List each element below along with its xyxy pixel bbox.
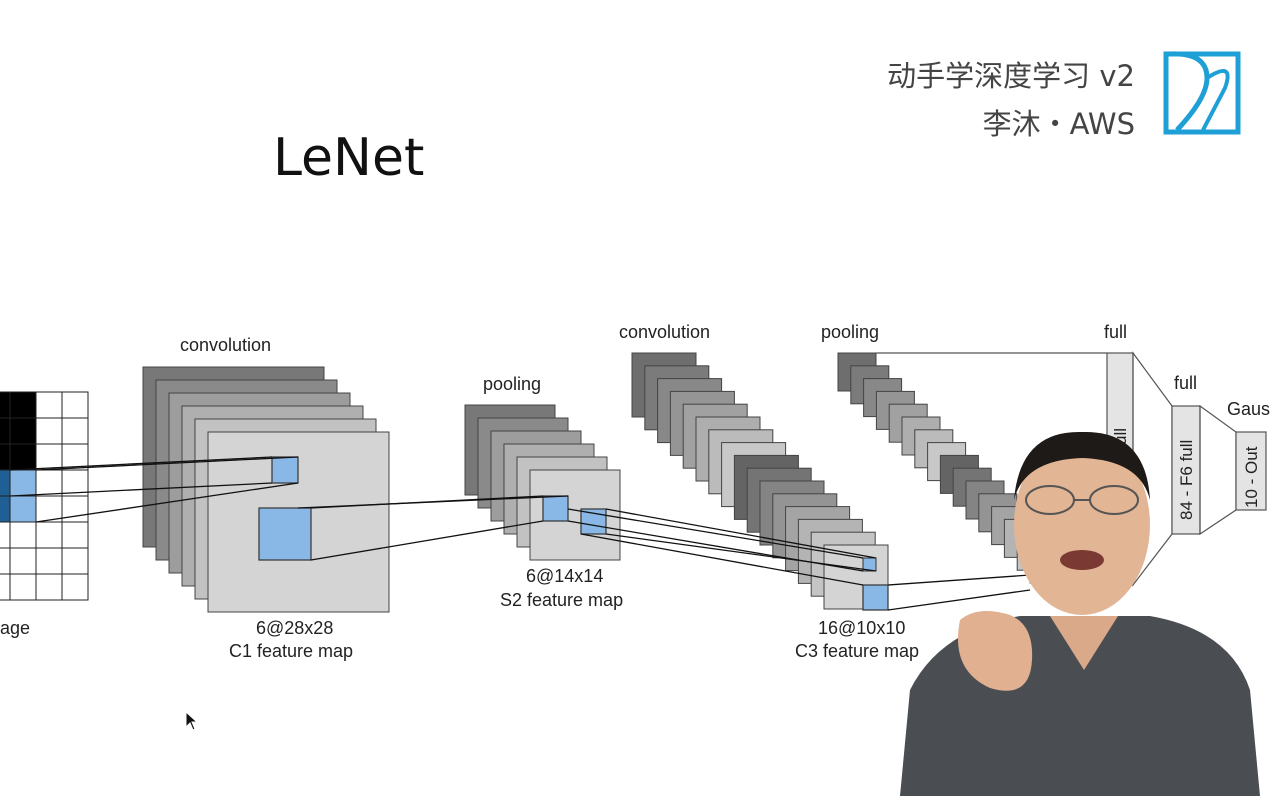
full2-label: full: [1174, 373, 1197, 393]
full1-label: full: [1104, 322, 1127, 342]
input-pixel: [0, 417, 11, 445]
conv1-label: convolution: [180, 335, 271, 355]
connector-line: [35, 482, 299, 523]
c3-small-patch: [862, 557, 877, 572]
input-image-grid: [0, 391, 89, 601]
presenter-video: [900, 431, 1260, 796]
input-pixel: [0, 547, 11, 575]
input-pixel: [9, 573, 37, 601]
pool1-label: pooling: [483, 374, 541, 394]
c3-name-label: C3 feature map: [795, 641, 919, 661]
f6-full-layer: [1171, 405, 1201, 535]
presenter-hand: [958, 611, 1033, 691]
mouse-cursor-icon: [185, 711, 199, 731]
input-pixel: [9, 469, 37, 497]
receptive-field-connectors: [9, 456, 1031, 611]
connector-line: [605, 533, 877, 572]
input-pixel: [0, 521, 11, 549]
output-label: 10 - Out: [1242, 446, 1261, 508]
input-pixel: [35, 391, 63, 419]
connector-line: [35, 456, 299, 471]
input-pixel: [9, 547, 37, 575]
input-pixel: [9, 495, 37, 523]
connector-line: [887, 574, 1031, 586]
input-pixel: [0, 469, 11, 497]
input-pixel: [35, 469, 63, 497]
c1-large-patch: [258, 507, 312, 561]
c1-feature-map-stack: [142, 366, 390, 613]
input-pixel: [61, 417, 89, 445]
input-pixel: [61, 521, 89, 549]
c3-large-patch: [862, 584, 889, 611]
input-pixel: [35, 547, 63, 575]
course-brand: 动手学深度学习 v2 李沐・AWS: [887, 52, 1135, 148]
input-pixel: [61, 443, 89, 471]
input-pixel: [61, 469, 89, 497]
input-pixel: [9, 521, 37, 549]
pool2-label: pooling: [821, 322, 879, 342]
input-pixel: [0, 443, 11, 471]
connector-line: [567, 508, 864, 559]
output-layer: [1235, 431, 1267, 511]
s2-size-label: 6@14x14: [526, 566, 603, 586]
input-pixel: [35, 573, 63, 601]
c3-size-label: 16@10x10: [818, 618, 905, 638]
d2l-logo-icon: [1163, 51, 1241, 135]
input-pixel: [9, 443, 37, 471]
course-title: 动手学深度学习 v2: [887, 59, 1135, 93]
s2-patch-a: [542, 495, 569, 522]
input-pixel: [61, 573, 89, 601]
c1-name-label: C1 feature map: [229, 641, 353, 661]
input-pixel: [35, 417, 63, 445]
input-pixel: [9, 391, 37, 419]
presenter-mouth: [1060, 550, 1104, 570]
presenter-face: [1014, 435, 1150, 615]
input-pixel: [61, 547, 89, 575]
connector-line: [297, 495, 569, 509]
input-pixel: [0, 391, 11, 419]
input-label: age: [0, 618, 30, 638]
connector-line: [605, 508, 877, 559]
connector-line: [9, 482, 273, 497]
input-pixel: [0, 573, 11, 601]
conv2-label: convolution: [619, 322, 710, 342]
c3-feature-map-stack: [631, 352, 889, 611]
s2-name-label: S2 feature map: [500, 590, 623, 610]
connector-line: [887, 589, 1031, 611]
input-pixel: [35, 521, 63, 549]
connector-line: [310, 520, 544, 561]
input-pixel: [35, 443, 63, 471]
connector-line: [580, 533, 864, 586]
presenter-hair: [1014, 431, 1150, 500]
connector-line: [9, 456, 273, 471]
input-pixel: [61, 391, 89, 419]
presenter-neck: [1050, 616, 1118, 670]
input-pixel: [9, 417, 37, 445]
input-pixel: [35, 495, 63, 523]
f6-label: 84 - F6 full: [1177, 440, 1196, 520]
s2-feature-map-stack: [464, 404, 621, 561]
slide-title: LeNet: [273, 128, 425, 188]
c1-small-patch: [271, 456, 299, 484]
gauss-label: Gaus: [1227, 399, 1270, 419]
input-pixel: [0, 495, 11, 523]
c1-size-label: 6@28x28: [256, 618, 333, 638]
course-author: 李沐・AWS: [982, 107, 1135, 141]
